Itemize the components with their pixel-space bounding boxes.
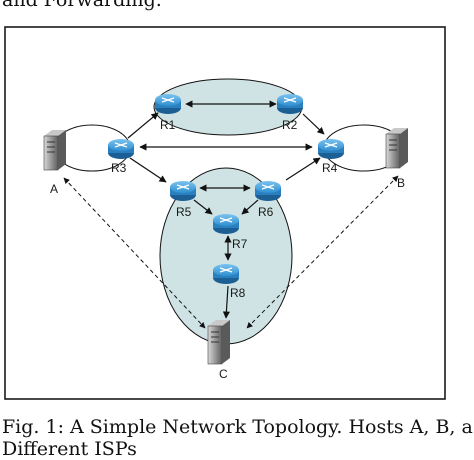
router-label-r4: R4 [322,161,338,175]
router-label-r6: R6 [258,205,274,219]
router-label-r7: R7 [232,237,248,251]
router-r5-icon [170,181,196,201]
router-label-r8: R8 [230,286,246,300]
figure-caption-line1: Fig. 1: A Simple Network Topology. Hosts… [2,416,473,438]
router-r4-icon [318,139,344,159]
diagram-frame [4,26,446,400]
link-r2-r4 [302,113,325,135]
host-label-a: A [50,182,58,196]
router-label-r3: R3 [111,161,127,175]
dashed-link-b-c [246,175,399,329]
router-r3-icon [108,139,134,159]
router-r6-icon [255,181,281,201]
host-b-server-icon [385,128,408,169]
network-topology-diagram: R1 R2 R3 R4 R5 R6 R7 R8 A B C [4,26,446,400]
header-text: and Forwarding. [2,0,162,11]
link-r3-r1 [127,112,159,139]
link-r8-c [222,285,230,319]
router-label-r5: R5 [176,205,192,219]
dashed-link-a-c [63,177,206,329]
host-label-c: C [219,367,228,381]
link-r6-r4 [285,157,321,181]
figure-caption-line2: Different ISPs [2,438,137,460]
router-label-r1: R1 [160,118,176,132]
router-r1-icon [155,94,181,114]
router-r7-icon [213,214,239,234]
host-a-server-icon [43,130,66,171]
link-r3-r5 [129,157,167,183]
router-r2-icon [277,94,303,114]
host-c-server-icon [207,320,230,365]
router-label-r2: R2 [282,118,298,132]
router-r8-icon [213,264,239,284]
host-label-b: B [397,176,405,190]
